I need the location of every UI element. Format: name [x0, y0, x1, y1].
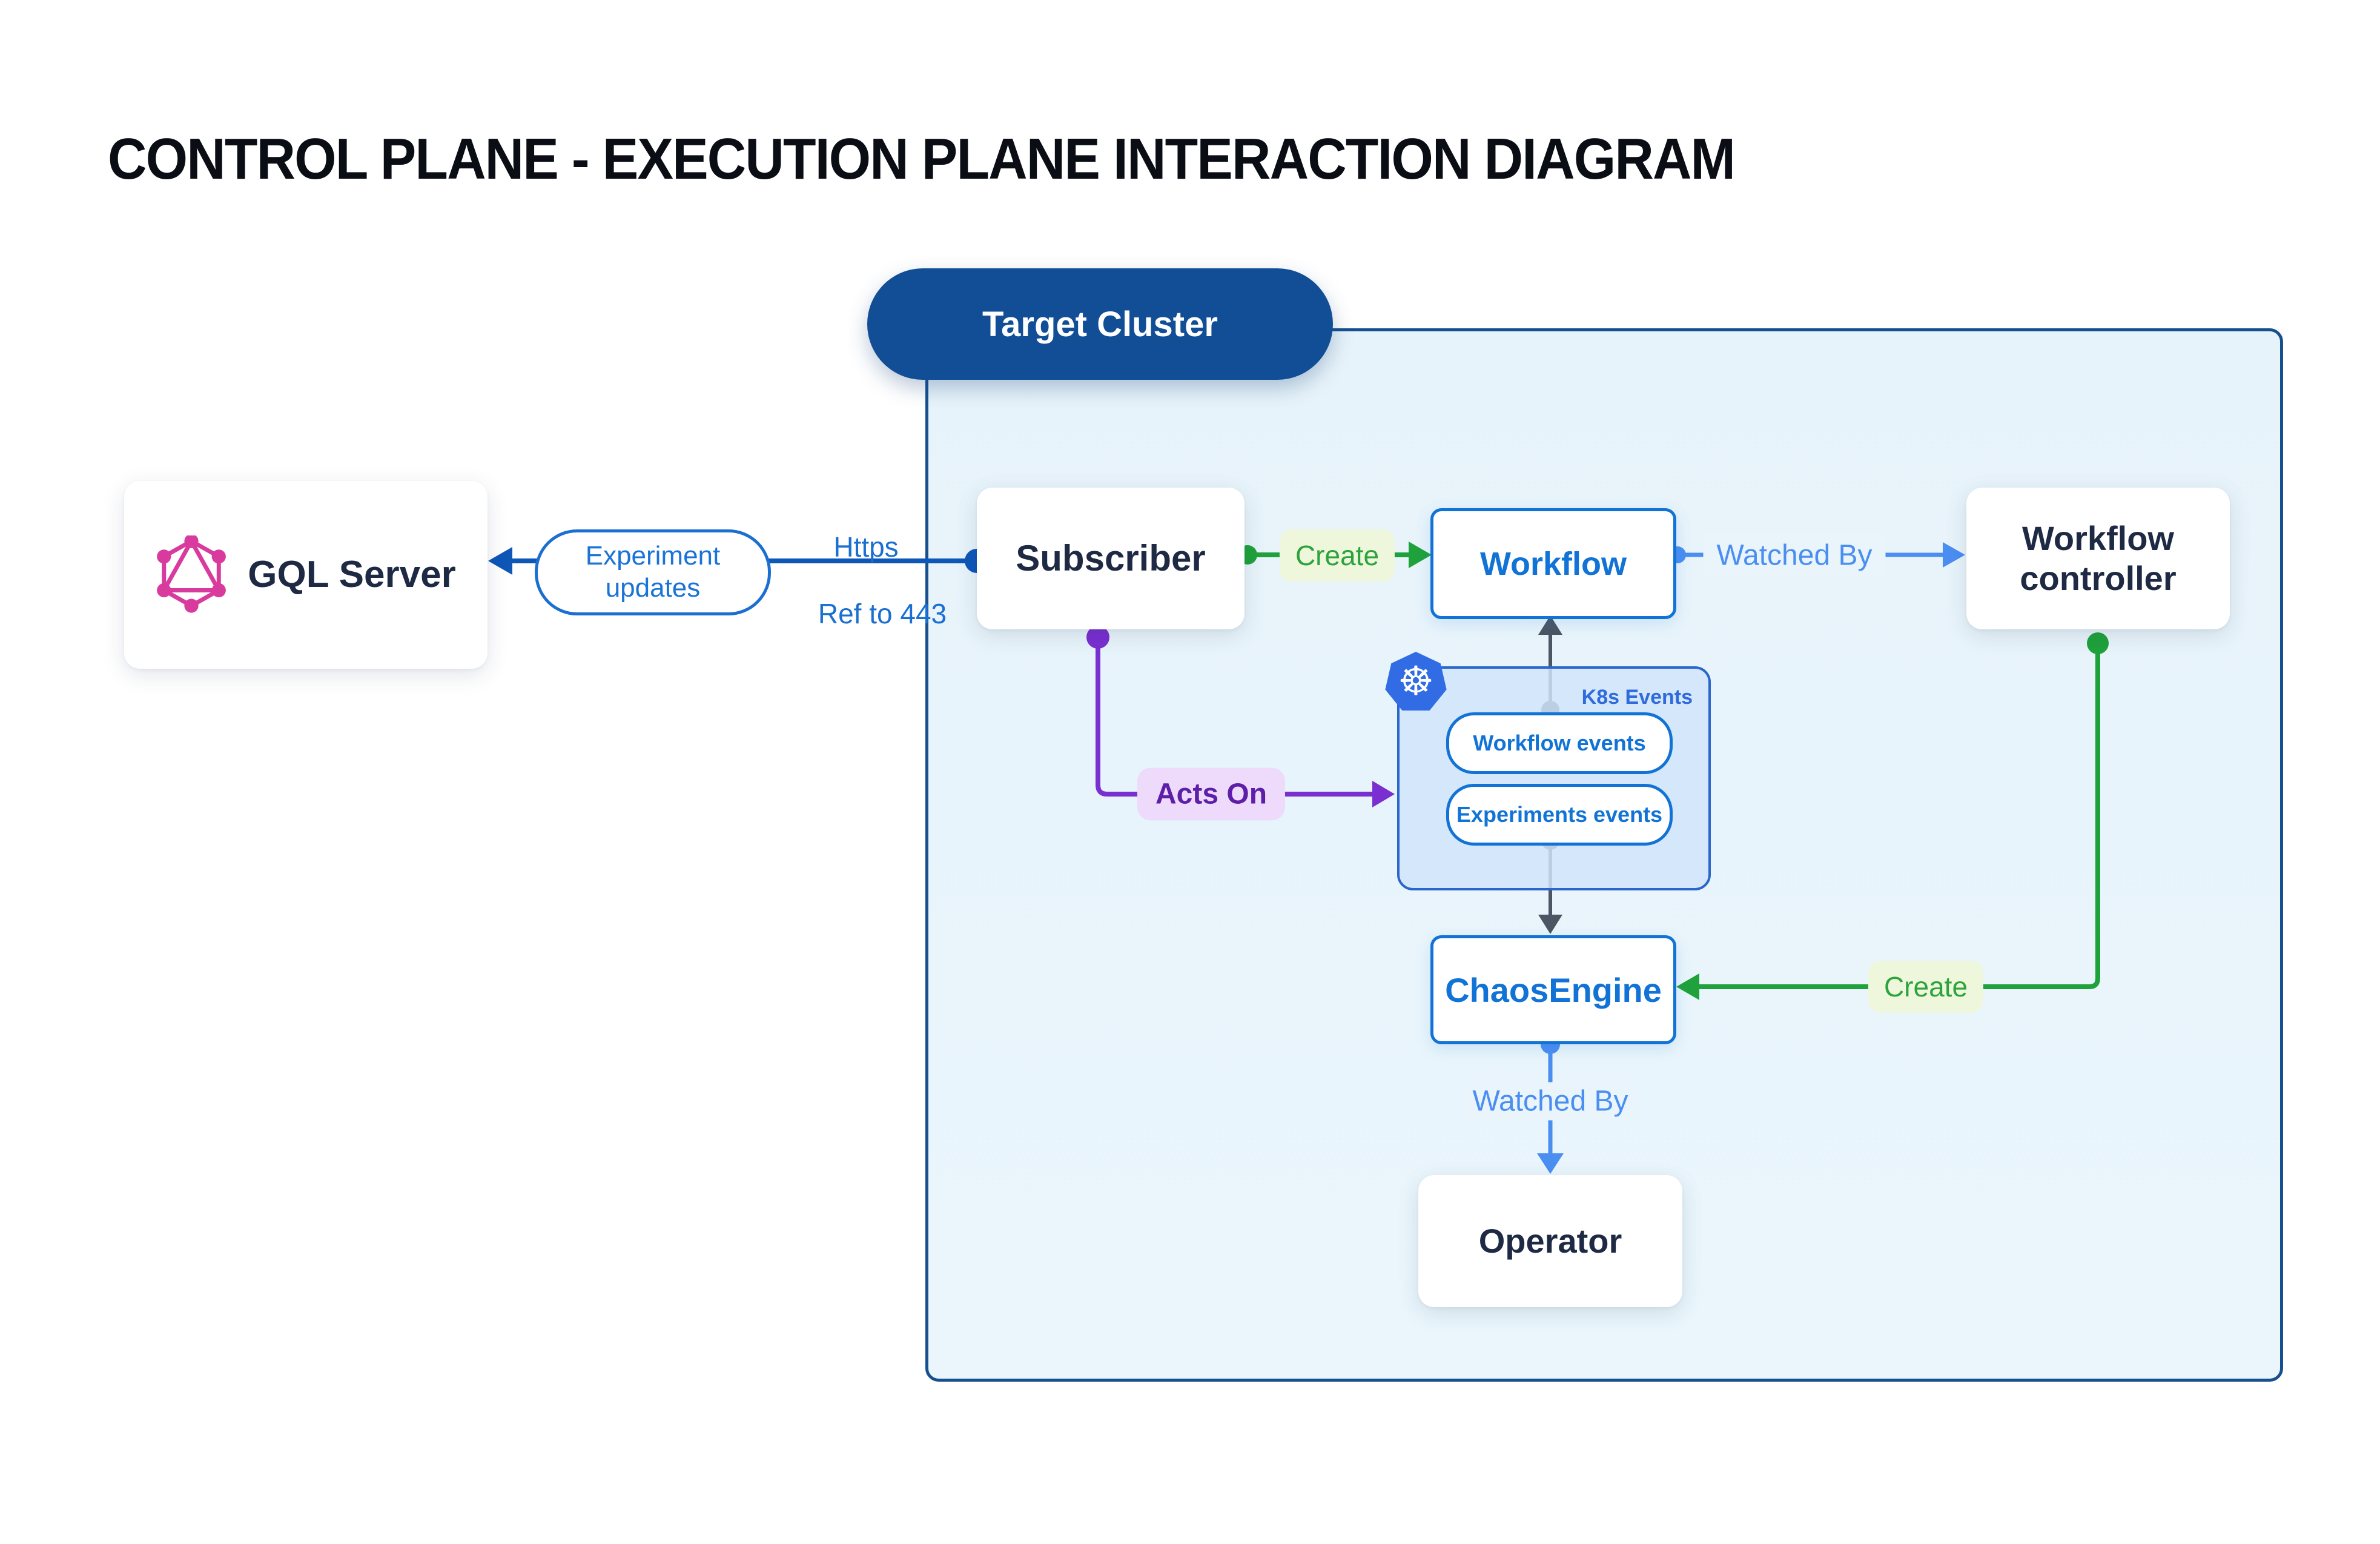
- graphql-icon: [157, 535, 226, 613]
- edge-label-acts-on: Acts On: [1137, 767, 1286, 821]
- workflow-controller-label: Workflow controller: [2020, 519, 2177, 597]
- gql-server-label: GQL Server: [248, 554, 456, 596]
- target-cluster-pill: Target Cluster: [867, 268, 1333, 380]
- pill-experiments-events: Experiments events: [1446, 784, 1673, 846]
- workflow-label: Workflow: [1480, 545, 1627, 582]
- edge-label-https: Https: [833, 531, 899, 563]
- subscriber-label: Subscriber: [1016, 537, 1206, 578]
- operator-label: Operator: [1478, 1221, 1622, 1260]
- page-title: CONTROL PLANE - EXECUTION PLANE INTERACT…: [108, 127, 1736, 191]
- edge-label-experiment-updates: Experiment updates: [535, 529, 771, 615]
- edge-label-watchedby-workflow: Watched By: [1703, 534, 1886, 577]
- chaosengine-label: ChaosEngine: [1445, 970, 1662, 1009]
- kubernetes-icon: ☸: [1385, 652, 1447, 711]
- node-chaosengine: ChaosEngine: [1430, 935, 1676, 1044]
- k8s-events-title: K8s Events: [1581, 686, 1693, 709]
- edge-actson-line: [1086, 626, 1395, 807]
- node-gql-server: GQL Server: [124, 481, 488, 669]
- node-workflow-controller: Workflow controller: [1966, 488, 2230, 629]
- edge-label-ref-443: Ref to 443: [818, 598, 947, 629]
- edge-label-create-chaosengine: Create: [1868, 961, 1984, 1013]
- target-cluster-label: Target Cluster: [982, 304, 1218, 344]
- node-k8s-events-group: K8s Events Workflow events Experiments e…: [1397, 666, 1711, 890]
- edge-label-create-workflow: Create: [1279, 529, 1395, 581]
- edge-label-watchedby-operator: Watched By: [1464, 1082, 1637, 1121]
- node-workflow: Workflow: [1430, 508, 1676, 619]
- edge-create-chaosengine-line: [1676, 632, 2109, 1000]
- pill-workflow-events: Workflow events: [1446, 712, 1673, 774]
- node-operator: Operator: [1418, 1175, 1682, 1307]
- node-subscriber: Subscriber: [977, 488, 1245, 629]
